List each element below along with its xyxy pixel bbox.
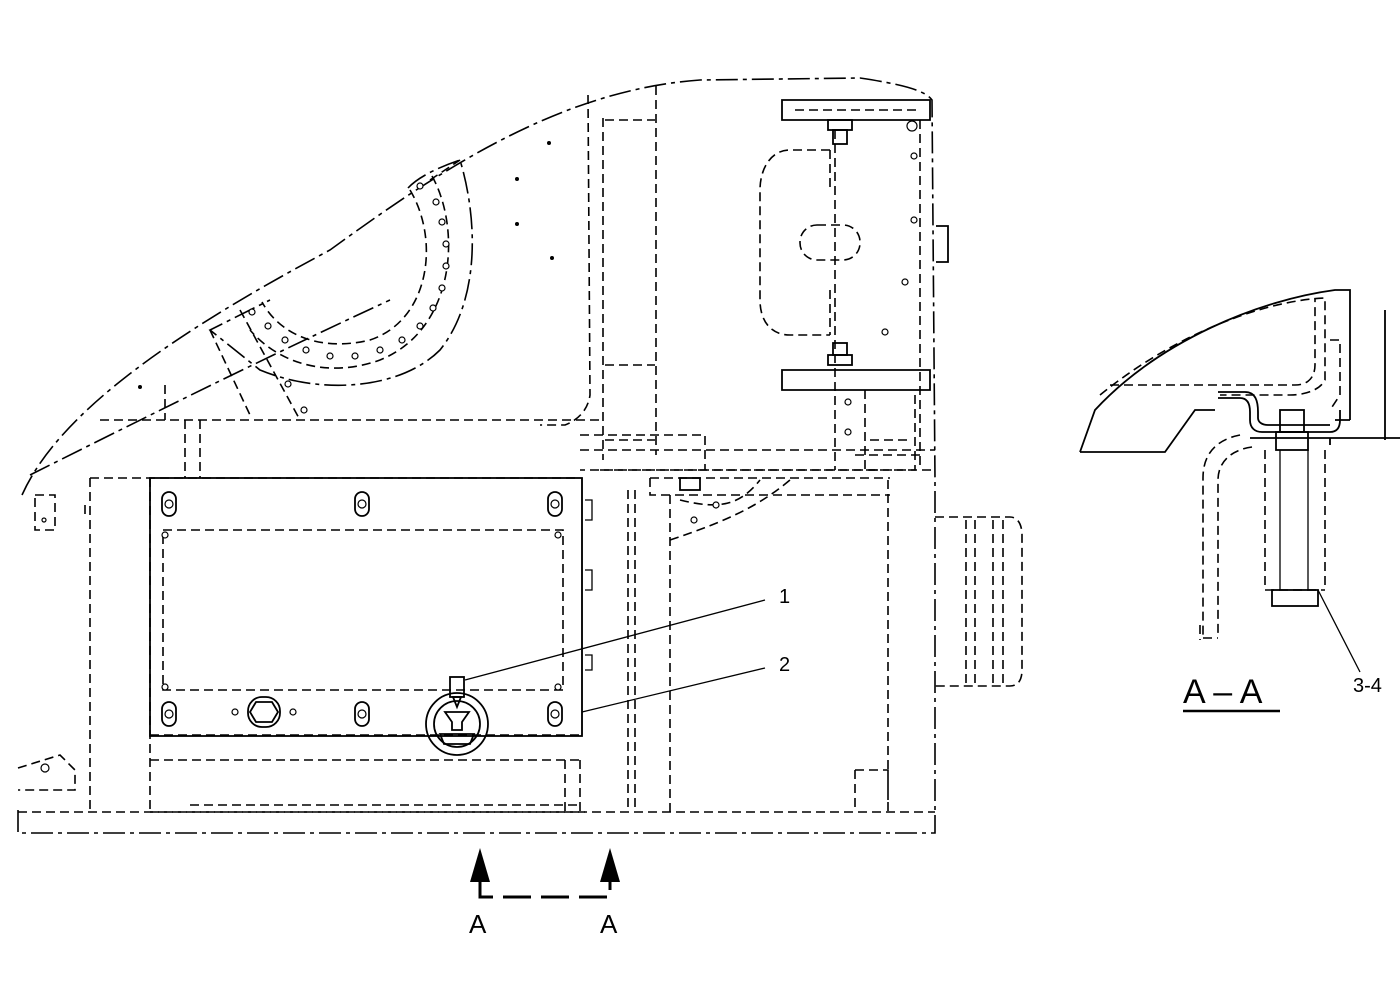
drain-plug [231,696,297,728]
callout-3-4: 3-4 [1353,675,1382,697]
base-plate [17,480,936,834]
base-plate-top [17,754,935,813]
panel-bottom [150,734,582,812]
arc-window-inner [261,189,428,345]
slot-cutout [759,149,831,336]
columns [627,480,889,812]
motor-fins [965,520,1004,685]
side-tab [936,225,949,263]
section-panel [1080,310,1386,453]
arc-bolt-holes [248,182,450,414]
section-floor [1250,437,1400,445]
latch[interactable] [425,676,489,756]
slot [799,224,861,261]
panel-dots [138,141,554,389]
section-bracket-2 [1218,391,1330,426]
section-arrow-right [600,848,620,882]
panel-window [162,529,564,691]
vertical-panel [540,86,657,460]
bracket-bottom [781,369,931,391]
callout-2: 2 [779,654,790,676]
panel-side [581,478,593,735]
section-cut-line [478,882,612,899]
bracket-lower [855,390,925,471]
leader-1 [464,599,766,681]
bracket-bolts [827,119,918,366]
main-view: 1 2 [17,77,1023,834]
left-frame [100,385,600,478]
gusset [669,479,791,541]
section-view-a-a: 3-4 A – A [1079,289,1400,713]
section-label-right: A [600,909,618,939]
section-marker: A A [469,848,620,939]
housing-inner-curve [29,299,391,476]
motor-block [935,516,1023,687]
section-arrow-left [470,848,490,882]
section-housing-inner-2 [1110,298,1341,411]
arc-window-inner-2 [249,175,450,369]
section-housing-outer [1079,289,1351,453]
leader-2 [581,667,766,713]
rail [580,434,935,496]
section-bracket [1218,397,1341,433]
section-label-left: A [469,909,487,939]
panel-bolts [161,491,563,727]
panel-box [149,477,583,737]
housing-outline [21,77,936,496]
section-housing-inner [1099,297,1326,396]
section-bolt [1264,409,1326,607]
bracket-top [781,99,931,121]
left-foot [34,494,86,531]
arc-frame [209,159,461,421]
section-view-title: A – A [1183,673,1263,711]
bracket-holes [844,152,918,436]
section-side-wall [1199,434,1253,640]
rail-bolt [679,477,701,491]
arc-window-outer [208,158,474,387]
leader-3-4 [1317,589,1361,673]
bracket-top-hidden [795,109,921,470]
callout-1: 1 [779,586,790,608]
base-frame [89,469,935,813]
